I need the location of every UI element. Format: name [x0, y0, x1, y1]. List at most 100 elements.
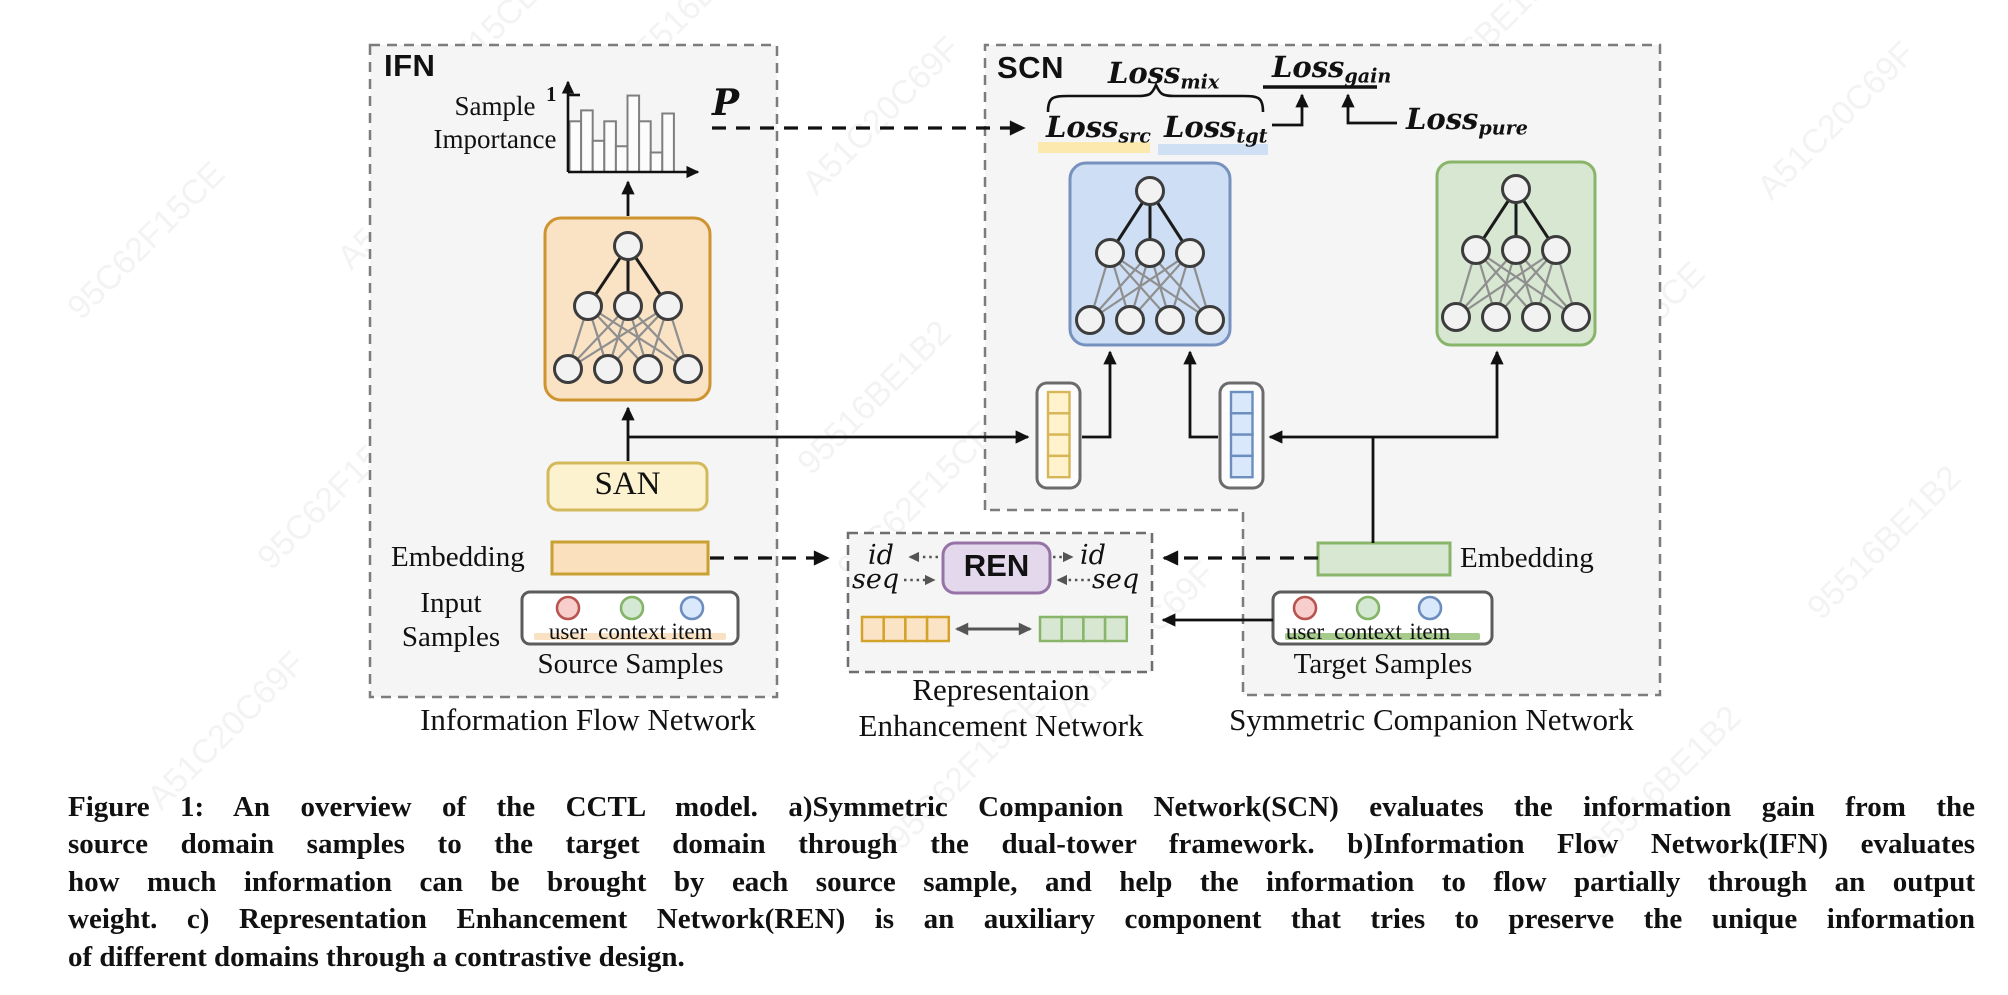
network-node — [1155, 305, 1185, 335]
network-node — [1441, 302, 1471, 332]
ren-source-cell — [882, 615, 907, 643]
network-node — [593, 354, 623, 384]
target-samples-label: Target Samples — [1293, 648, 1473, 680]
target-column-cell — [1229, 412, 1254, 436]
ren-source-cell — [860, 615, 885, 643]
source-column-cell — [1046, 433, 1071, 458]
architecture-diagram — [368, 43, 1662, 699]
network-node — [1501, 235, 1531, 265]
scn-caption: Symmetric Companion Network — [1229, 702, 1634, 737]
sample-importance-label: Sample Importance — [433, 91, 557, 154]
network-node — [573, 291, 603, 321]
ren-title: REN — [963, 548, 1030, 583]
ren-source-cell — [904, 615, 929, 643]
source-column-cell — [1046, 412, 1071, 436]
context-sample-label: context — [598, 619, 666, 644]
pure-network — [1441, 174, 1591, 332]
loss-mix-label: Lossmix — [1108, 56, 1220, 94]
user-sample-label: user — [1285, 619, 1325, 644]
network-node — [613, 291, 643, 321]
user-sample-icon — [1292, 595, 1318, 621]
target-column-cell — [1229, 433, 1254, 458]
ren-right-id-label: id — [1080, 540, 1106, 571]
user-sample-icon — [555, 595, 581, 621]
arrow-to-pure-tower — [1373, 350, 1504, 439]
loss-tgt-label: Losstgt — [1164, 110, 1268, 148]
histogram-bar — [626, 94, 641, 173]
network-node — [1135, 238, 1165, 268]
item-sample-label: item — [1409, 619, 1451, 644]
source-embedding-label: Embedding — [391, 541, 525, 573]
target-embedding-label: Embedding — [1460, 542, 1594, 574]
source-samples-label: Source Samples — [537, 648, 724, 680]
loss-pure-label: Losspure — [1406, 102, 1528, 140]
sample-importance-histogram — [561, 80, 700, 179]
loss-src-label: Losssrc — [1046, 110, 1151, 148]
mix-network — [1075, 176, 1225, 335]
network-node — [1541, 235, 1571, 265]
dashed-connectors — [710, 120, 1318, 566]
caption-line: Figure 1: An overview of the CCTL model.… — [68, 791, 1975, 823]
ren-box — [941, 541, 1052, 595]
histogram-bar — [580, 109, 594, 173]
source-embedding-bar — [550, 540, 710, 576]
network-edge — [1455, 249, 1557, 318]
network-node — [1461, 235, 1491, 265]
caption-line: of different domains through a contrasti… — [68, 940, 685, 973]
item-sample-label: item — [671, 619, 713, 644]
loss-gain-label: Lossgain — [1272, 50, 1392, 88]
user-sample-label: user — [548, 619, 588, 644]
ifn-caption: Information Flow Network — [420, 702, 756, 737]
histogram-bar — [591, 139, 606, 174]
ren-dotted-connectors — [904, 551, 1090, 586]
source-column-cell — [1046, 454, 1071, 479]
solid-connectors — [621, 93, 1504, 627]
network-node — [1175, 238, 1205, 268]
ren-left-seq-label: seq — [852, 564, 900, 595]
scn-title: SCN — [997, 50, 1064, 85]
loss-src-highlight — [1038, 142, 1150, 153]
input-samples-label: Input Samples — [401, 587, 501, 653]
item-sample-icon — [679, 595, 705, 621]
network-node — [1095, 238, 1125, 268]
ren-right-seq-label: seq — [1092, 564, 1140, 595]
network-node — [553, 354, 583, 384]
source-samples-underline — [534, 633, 726, 640]
network-node — [673, 354, 703, 384]
histogram-bar — [649, 151, 664, 173]
item-sample-icon — [1417, 595, 1443, 621]
arrow-source-column-to-mix-tower — [1082, 350, 1117, 439]
san-label: SAN — [594, 466, 661, 502]
network-node — [1521, 302, 1551, 332]
p-output-label: P — [712, 82, 740, 124]
context-sample-label: context — [1334, 619, 1402, 644]
target-column-cell — [1229, 454, 1254, 479]
figure-caption: Figure 1: An overview of the CCTL model.… — [68, 789, 1975, 976]
context-sample-icon — [619, 595, 645, 621]
source-column-cell — [1046, 390, 1071, 415]
network-node — [633, 354, 663, 384]
ifn-network — [553, 231, 703, 384]
network-node — [1075, 305, 1105, 335]
ren-target-cell — [1060, 615, 1085, 643]
network-node — [1135, 176, 1165, 206]
histogram-bar — [568, 120, 583, 174]
network-node — [1195, 305, 1225, 335]
caption-line: how much information can be brought by e… — [68, 865, 1975, 898]
target-column-cell — [1229, 390, 1254, 415]
san-box — [546, 461, 709, 512]
caption-line: source domain samples to the target doma… — [68, 828, 1975, 861]
network-node — [1561, 302, 1591, 332]
histogram-tick-label: 1 — [546, 82, 557, 106]
histogram-bar — [661, 112, 675, 173]
loss-mix-brace — [1046, 81, 1265, 113]
context-sample-icon — [1355, 595, 1381, 621]
arrow-target-column-to-mix-tower — [1183, 350, 1218, 439]
network-node — [1501, 174, 1531, 204]
network-node — [1115, 305, 1145, 335]
loss-tgt-highlight — [1158, 144, 1268, 155]
target-samples-underline — [1285, 633, 1480, 640]
target-embedding-bar — [1316, 541, 1452, 577]
arrow-lossmix-to-lossgain — [1272, 93, 1309, 127]
